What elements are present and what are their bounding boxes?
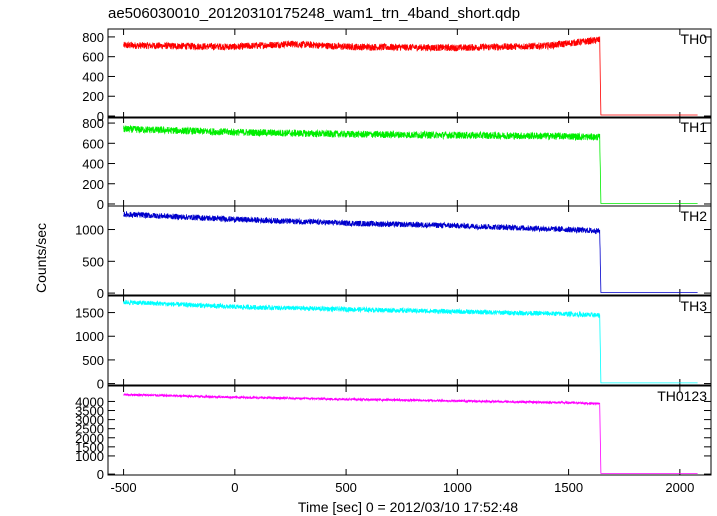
x-axis: -500 0 500 1000 1500 2000 bbox=[111, 480, 695, 495]
y-tick-label: 400 bbox=[82, 69, 104, 84]
panel-th1: 0 200 400 600 800 TH1 bbox=[82, 116, 712, 212]
x-tick-label: 0 bbox=[231, 480, 238, 495]
y-tick-label: 500 bbox=[82, 353, 104, 368]
y-tick-label: 500 bbox=[82, 254, 104, 269]
y-tick-label: 3000 bbox=[75, 413, 104, 428]
panel-frame bbox=[107, 385, 712, 476]
y-tick-label: 2000 bbox=[75, 431, 104, 446]
panel-frame bbox=[107, 205, 712, 296]
y-tick-label: 0 bbox=[97, 286, 104, 301]
y-tick-label: 1000 bbox=[75, 329, 104, 344]
panel-th2: 0 500 1000 TH2 bbox=[75, 205, 712, 301]
panel-label: TH0 bbox=[681, 31, 708, 47]
panel-frame bbox=[107, 28, 712, 119]
series-line-th0123 bbox=[123, 392, 698, 474]
y-tick-label: 0 bbox=[97, 197, 104, 212]
x-tick-label: 1500 bbox=[554, 480, 583, 495]
x-tick-label: -500 bbox=[111, 480, 137, 495]
panel-label: TH3 bbox=[681, 298, 708, 314]
y-tick-label: 2500 bbox=[75, 422, 104, 437]
y-tick-label: 800 bbox=[82, 30, 104, 45]
y-tick-label: 600 bbox=[82, 50, 104, 65]
y-tick-label: 800 bbox=[82, 116, 104, 131]
panel-th0: 0 200 400 600 800 TH0 bbox=[82, 28, 712, 124]
panel-label: TH1 bbox=[681, 119, 708, 135]
y-tick-label: 1000 bbox=[75, 223, 104, 238]
x-tick-label: 2000 bbox=[665, 480, 694, 495]
y-tick-label: 600 bbox=[82, 136, 104, 151]
x-tick-label: 500 bbox=[335, 480, 357, 495]
series-line-th1 bbox=[123, 124, 698, 204]
panel-label: TH2 bbox=[681, 208, 708, 224]
y-tick-label: 0 bbox=[97, 109, 104, 124]
x-tick-label: 1000 bbox=[443, 480, 472, 495]
series-line-th3 bbox=[123, 299, 698, 384]
y-tick-label: 0 bbox=[97, 467, 104, 482]
y-tick-label: 200 bbox=[82, 177, 104, 192]
y-tick-label: 1000 bbox=[75, 449, 104, 464]
y-tick-label: 1500 bbox=[75, 440, 104, 455]
x-axis-label: Time [sec] 0 = 2012/03/10 17:52:48 bbox=[298, 499, 518, 515]
series-line-th2 bbox=[123, 211, 698, 293]
y-tick-label: 200 bbox=[82, 89, 104, 104]
panel-frame bbox=[107, 295, 712, 386]
series-line-th0 bbox=[123, 36, 698, 116]
y-tick-label: 4000 bbox=[75, 394, 104, 409]
y-axis-label: Counts/sec bbox=[33, 223, 49, 293]
y-tick-label: 3500 bbox=[75, 404, 104, 419]
y-tick-label: 0 bbox=[97, 377, 104, 392]
chart-title: ae506030010_20120310175248_wam1_trn_4ban… bbox=[108, 5, 520, 22]
y-tick-label: 400 bbox=[82, 157, 104, 172]
panel-th3: 0 500 1000 1500 TH3 bbox=[75, 295, 712, 392]
y-tick-label: 1500 bbox=[75, 306, 104, 321]
panel-label: TH0123 bbox=[657, 388, 707, 404]
